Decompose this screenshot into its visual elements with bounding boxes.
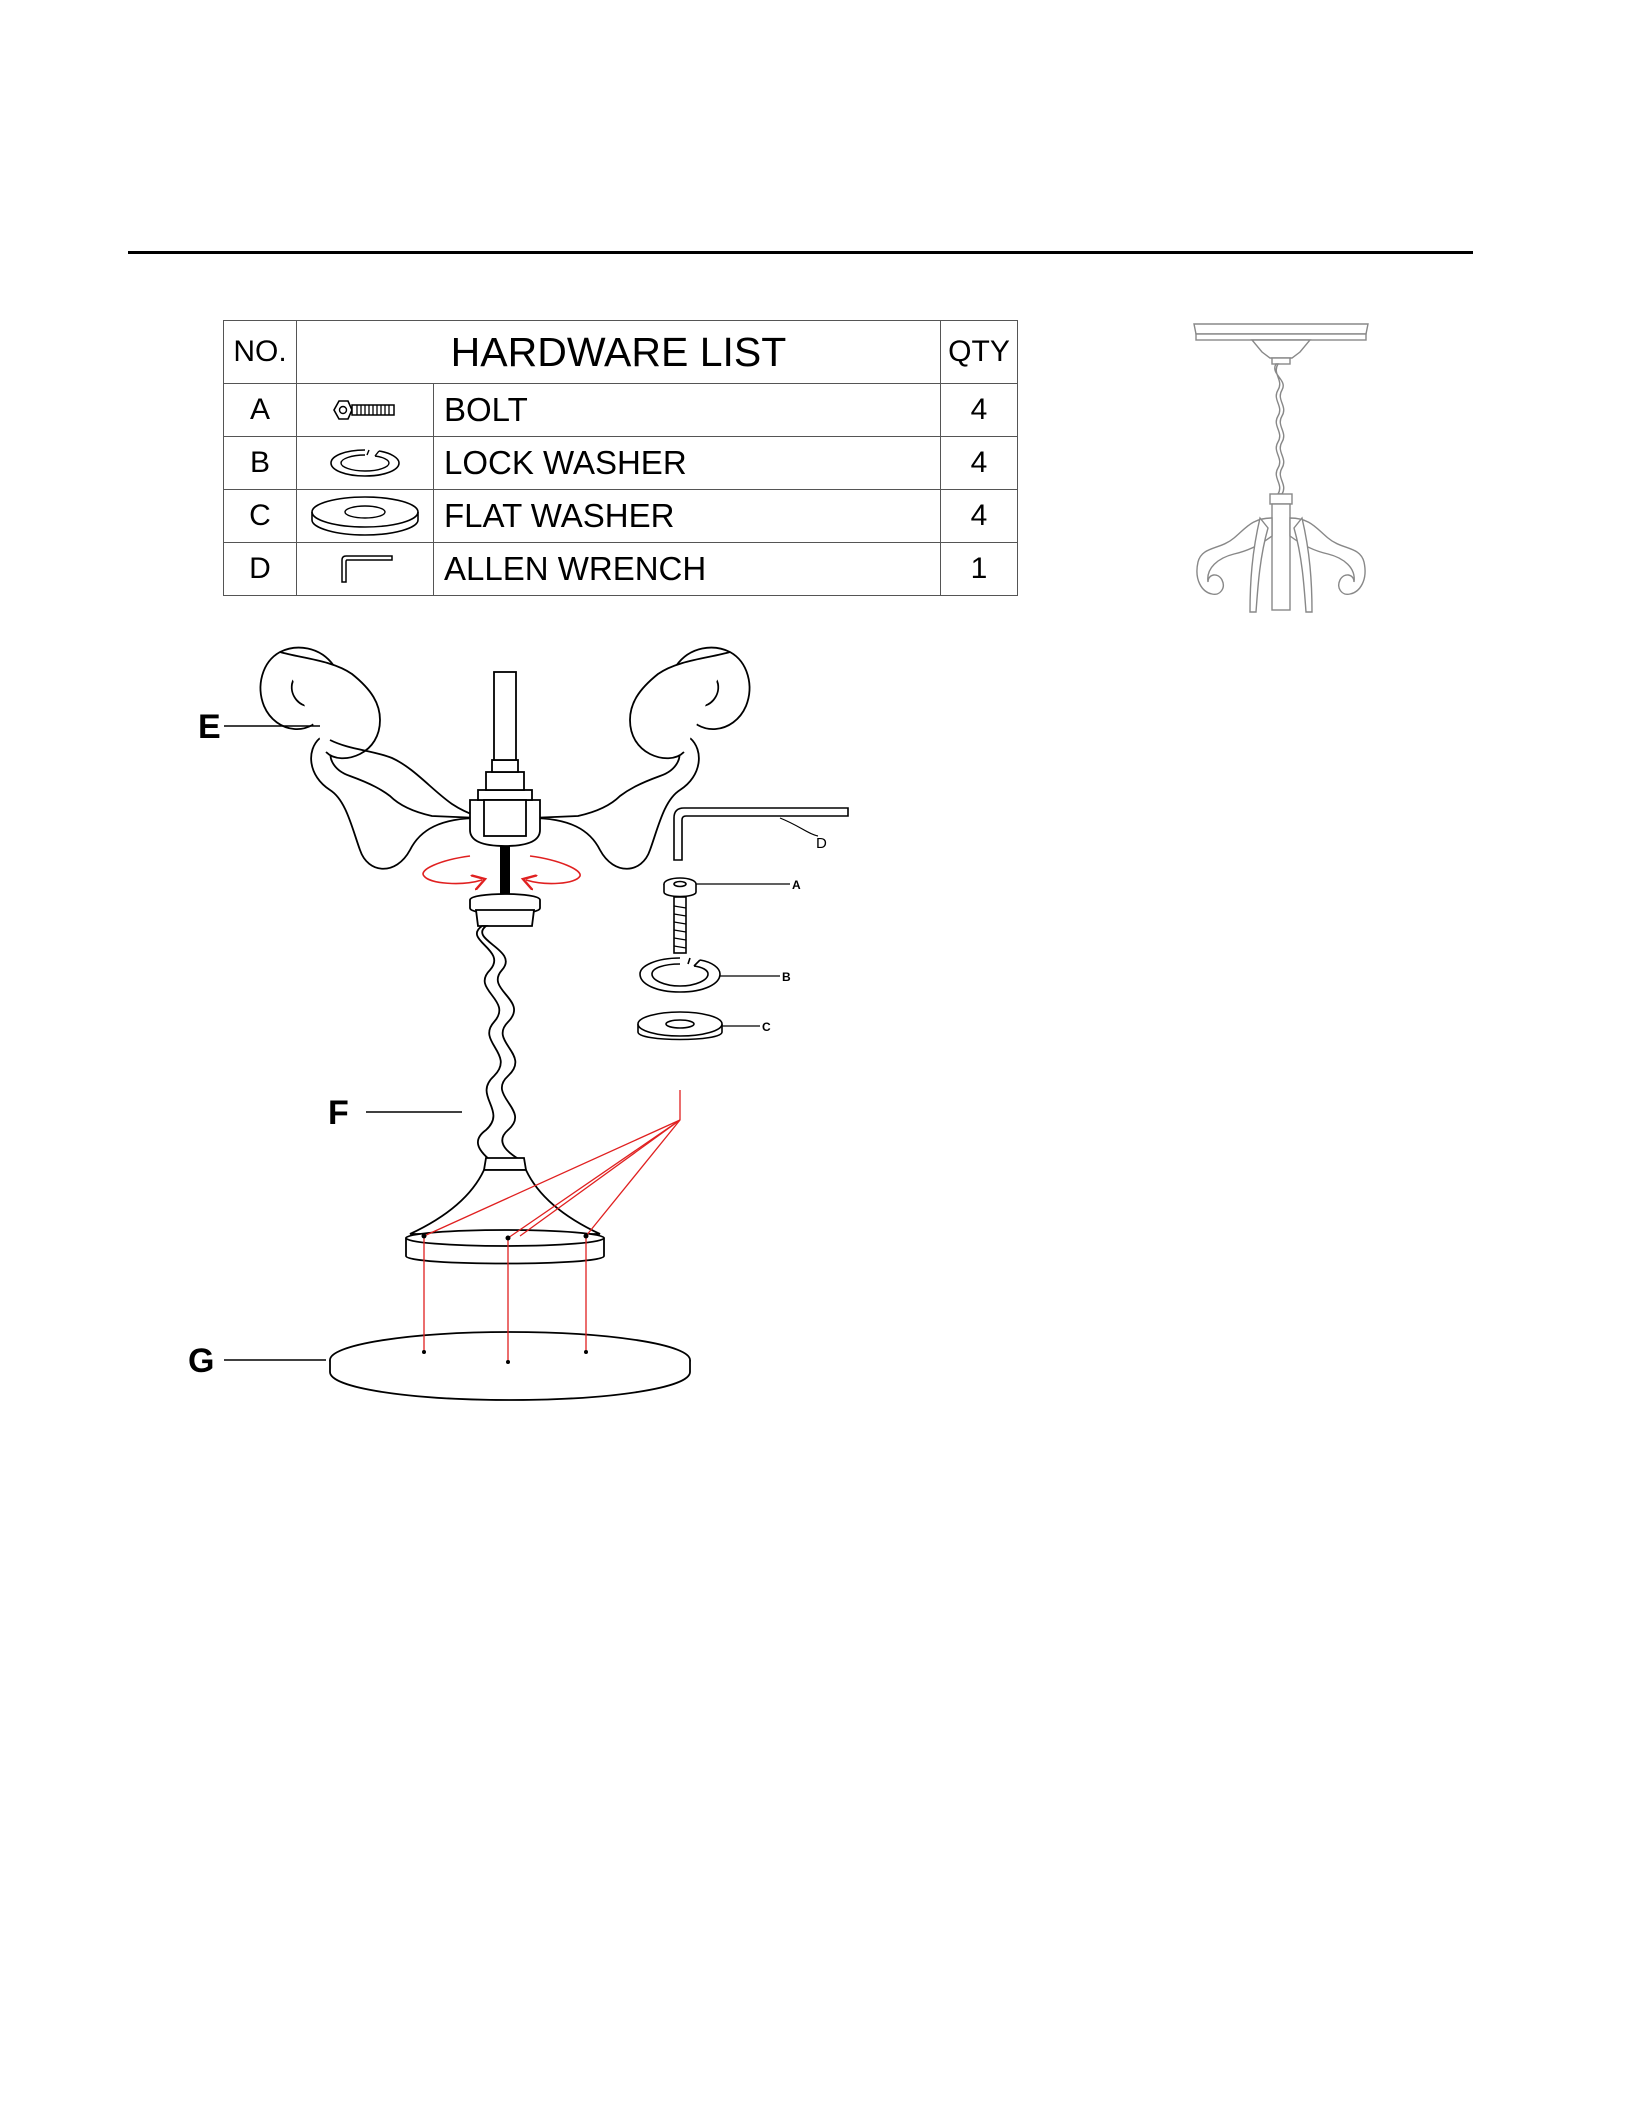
hardware-row-bolt: A BOLT 4 — [224, 384, 1018, 437]
hardware-row-allen-wrench: D ALLEN WRENCH 1 — [224, 543, 1018, 596]
hardware-row-letter: A — [224, 384, 297, 437]
hardware-row-letter: C — [224, 490, 297, 543]
part-label-f: F — [328, 1094, 349, 1132]
tabletop-part-g — [330, 1332, 690, 1400]
hardware-row-description: BOLT — [434, 384, 941, 437]
threaded-stud — [500, 846, 510, 894]
hardware-row-letter: D — [224, 543, 297, 596]
allen-wrench-icon — [297, 543, 434, 596]
lock-washer-icon — [640, 958, 720, 992]
hardware-row-letter: B — [224, 437, 297, 490]
callout-label-c: C — [762, 1020, 771, 1034]
flat-washer-icon — [297, 490, 434, 543]
hardware-row-qty: 1 — [941, 543, 1018, 596]
part-label-e: E — [198, 708, 221, 746]
hardware-list-title: HARDWARE LIST — [297, 321, 941, 384]
hardware-row-description: FLAT WASHER — [434, 490, 941, 543]
hardware-row-qty: 4 — [941, 437, 1018, 490]
hardware-row-qty: 4 — [941, 384, 1018, 437]
callout-label-a: A — [792, 878, 801, 892]
hardware-row-lock-washer: B LOCK WASHER 4 — [224, 437, 1018, 490]
qty-column-header: QTY — [941, 321, 1018, 384]
header-rule — [128, 251, 1473, 254]
bolt-icon — [664, 878, 696, 953]
twisted-column-part-f — [406, 894, 604, 1264]
hardware-list-header-row: NO. HARDWARE LIST QTY — [224, 321, 1018, 384]
hardware-row-description: ALLEN WRENCH — [434, 543, 941, 596]
callout-label-d: D — [816, 835, 827, 852]
rotation-arrow-left — [423, 856, 482, 883]
callout-label-b: B — [782, 970, 791, 984]
callout-line-d — [780, 818, 818, 836]
hardware-list-table: NO. HARDWARE LIST QTY A — [223, 320, 1018, 596]
no-column-header: NO. — [224, 321, 297, 384]
assembled-table-thumbnail — [1190, 322, 1380, 614]
lock-washer-icon — [297, 437, 434, 490]
rotation-arrow-right — [526, 856, 580, 883]
allen-wrench-icon — [674, 808, 848, 860]
hardware-row-description: LOCK WASHER — [434, 437, 941, 490]
bolt-icon — [297, 384, 434, 437]
hardware-row-flat-washer: C FLAT WASHER 4 — [224, 490, 1018, 543]
flat-washer-icon — [638, 1012, 722, 1040]
part-label-g: G — [188, 1342, 214, 1380]
hardware-row-qty: 4 — [941, 490, 1018, 543]
exploded-assembly-diagram: D A B C — [0, 640, 1000, 1420]
